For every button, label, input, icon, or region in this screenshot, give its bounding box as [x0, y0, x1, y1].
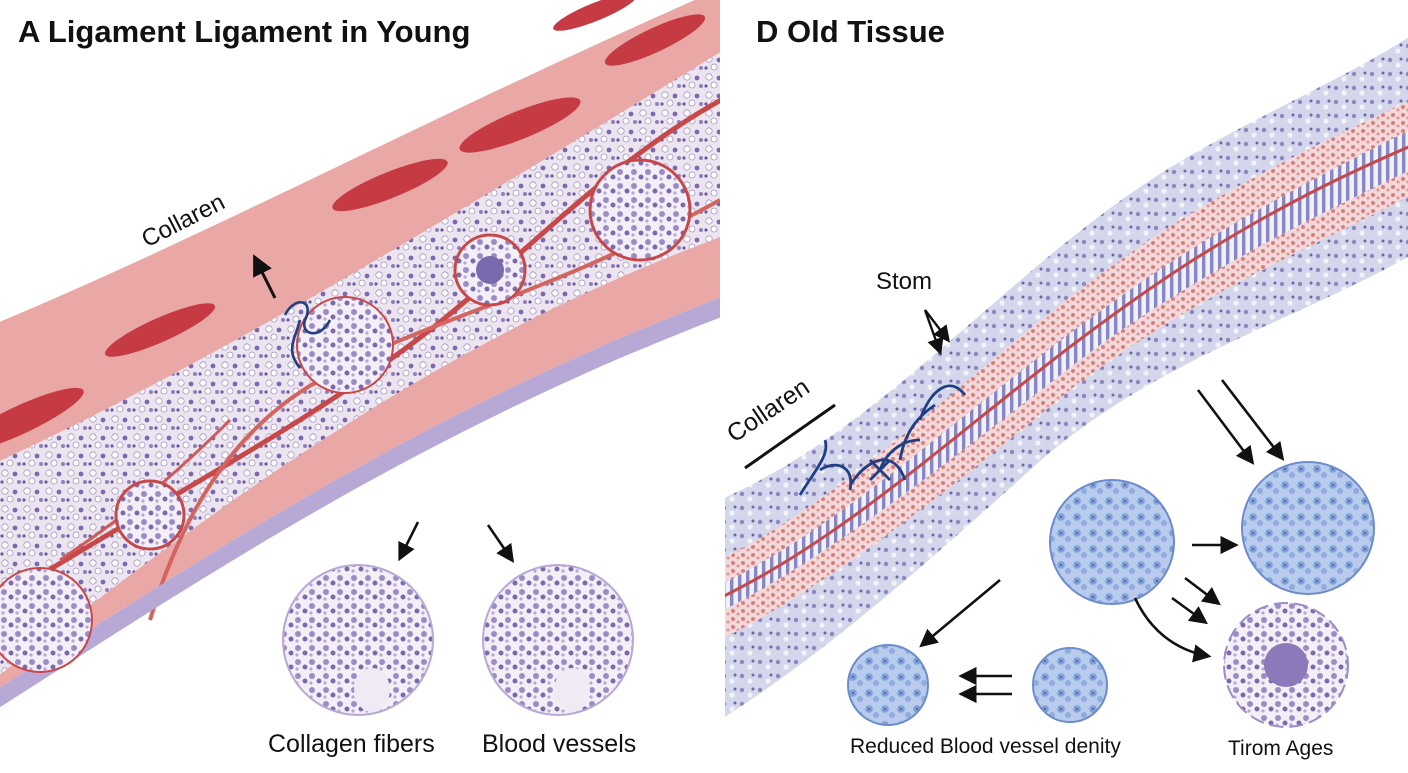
old-striated-core [725, 131, 1408, 610]
arrow-icon-b [1220, 379, 1285, 461]
collagen-fibers-caption: Collagen fibers [268, 730, 435, 758]
stom-arrow-icon-2 [923, 309, 944, 356]
left-panel-title: A Ligament Ligament in Young [18, 14, 471, 49]
young-cross-sections [282, 521, 634, 716]
old-collagen-squiggle-icon [798, 384, 967, 496]
reduced-cell-left-icon [847, 644, 929, 726]
old-tissue-section [725, 37, 1408, 717]
arrow-icon-collagen [398, 521, 420, 562]
lower-wall-band [0, 297, 720, 708]
tirom-ages-caption: Tirom Ages [1228, 737, 1334, 760]
right-panel-title: D Old Tissue [756, 14, 945, 49]
old-cell-progression [847, 379, 1375, 728]
young-ligament-section [0, 0, 720, 708]
red-blood-cells [0, 0, 706, 453]
arrow-icon-curve [1133, 597, 1212, 663]
collaren-underline [744, 403, 836, 470]
blood-vessels-cell-cluster-icon [482, 564, 634, 716]
arrow-icon-a [1196, 389, 1255, 465]
arrow-icon-d [1184, 576, 1221, 606]
stom-arrow-icon-1 [924, 309, 951, 343]
arrow-icon-vessels [486, 524, 515, 564]
collaren-arrow-icon [253, 254, 277, 299]
reduced-blood-vessel-caption: Reduced Blood vessel denity [850, 735, 1121, 758]
old-cell-right-icon [1241, 461, 1375, 595]
cell-nodules [0, 158, 692, 673]
blood-vessels-caption: Blood vessels [482, 730, 637, 758]
reduced-cell-right-icon [1032, 647, 1108, 723]
old-cell-large-icon [1049, 479, 1175, 605]
collagen-fiber-squiggle-icon [283, 300, 332, 369]
old-red-fiber [725, 145, 1408, 598]
arrow-icon-f [919, 579, 1001, 648]
stom-label: Stom [876, 268, 933, 295]
collagen-fibers-cell-cluster-icon [282, 564, 434, 716]
arrow-icon-e [1171, 596, 1208, 625]
